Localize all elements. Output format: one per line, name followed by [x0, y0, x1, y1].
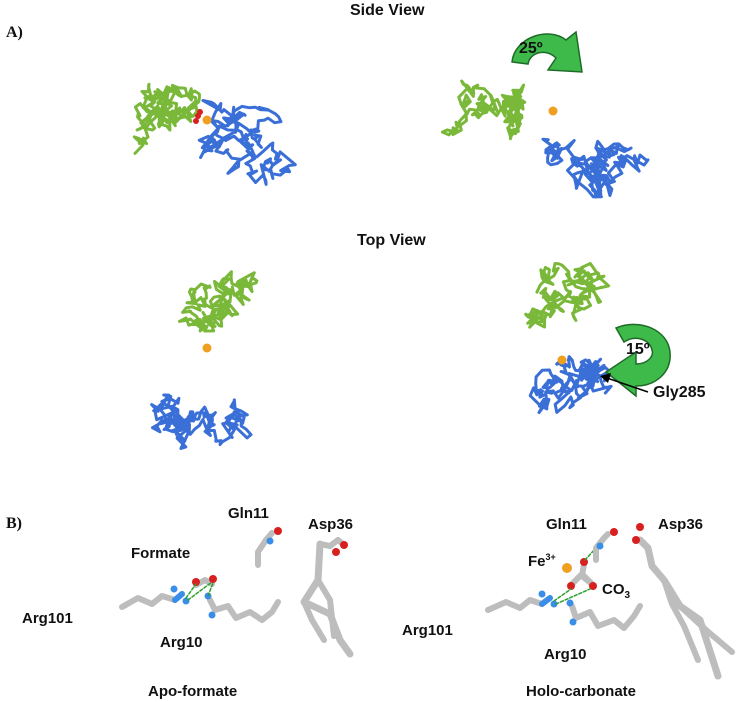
- co3-subscript: 3: [624, 590, 631, 601]
- backbone-trace: [197, 99, 297, 186]
- arg101-label-apo: Arg101: [22, 610, 73, 627]
- backbone-trace: [150, 393, 253, 450]
- top-view-title: Top View: [357, 232, 426, 249]
- fe-ion-top-holo: [557, 355, 567, 365]
- formate-label: Formate: [131, 545, 191, 562]
- asp36-label-holo: Asp36: [658, 516, 704, 533]
- holo-carbonate-caption: Holo-carbonate: [526, 683, 637, 700]
- holo-carbonate-residues: [485, 523, 735, 680]
- asp36-label-apo: Asp36: [308, 516, 354, 533]
- backbone-trace: [524, 262, 611, 329]
- co3-label: CO3: [602, 581, 631, 601]
- side-view-holo-structure: [440, 79, 650, 199]
- gln11-label-holo: Gln11: [546, 516, 587, 533]
- arg101-label-holo: Arg101: [402, 622, 453, 639]
- apo-formate-caption: Apo-formate: [148, 683, 238, 700]
- side-rotation-label: 25º: [519, 40, 543, 57]
- top-view-holo-structure: [524, 262, 614, 415]
- rotation-arrow-25: [511, 30, 583, 73]
- backbone-trace: [528, 355, 614, 415]
- panel-a-label: A): [6, 24, 23, 41]
- arg10-label-holo: Arg10: [544, 646, 587, 663]
- fe-ion-side-holo: [548, 106, 558, 116]
- gly285-pointer-arrow: [600, 373, 649, 393]
- top-view-apo-structure: [150, 270, 259, 450]
- panel-b-label: B): [6, 515, 22, 532]
- arg10-label-apo: Arg10: [160, 634, 203, 651]
- gln11-label-apo: Gln11: [228, 505, 269, 522]
- gly285-label: Gly285: [653, 384, 706, 401]
- formate-ligand: [193, 109, 203, 124]
- backbone-trace: [541, 137, 650, 199]
- top-rotation-label: 15º: [626, 341, 650, 358]
- backbone-trace: [132, 82, 201, 155]
- side-view-apo-structure: [132, 82, 297, 186]
- fe-ion-side-apo: [202, 115, 212, 125]
- fe3-label: Fe3+: [528, 552, 556, 570]
- backbone-trace: [440, 79, 527, 141]
- rotation-arrow-15: [604, 323, 671, 398]
- side-view-title: Side View: [350, 2, 425, 19]
- backbone-trace: [177, 270, 259, 333]
- fe-ion-top-apo: [202, 343, 212, 353]
- fe3-charge: 3+: [545, 552, 556, 562]
- apo-formate-residues: [119, 527, 354, 658]
